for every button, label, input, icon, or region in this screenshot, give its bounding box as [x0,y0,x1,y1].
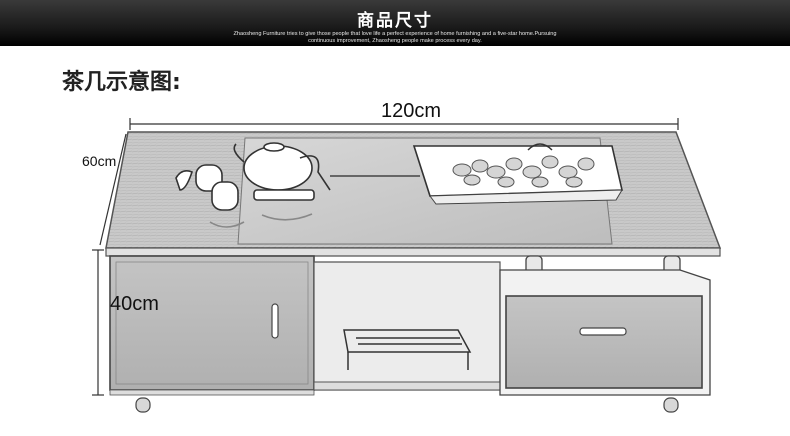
height-label: 40cm [110,293,159,315]
fruit-bowl [412,143,623,205]
caster-wheels [135,397,679,413]
section-title: 茶几示意图: [62,70,181,95]
header-subtitle-line1: Zhaosheng Furniture tries to give those … [233,31,557,37]
right-drawer-unit [499,269,711,396]
header-banner: 商品尺寸 Zhaosheng Furniture tries to give t… [0,0,790,46]
header-title: 商品尺寸 [357,11,433,30]
tea-set [175,142,331,228]
table-top [105,131,722,257]
width-label: 120cm [381,100,442,122]
header-subtitle-line2: continuous improvement, Zhaosheng people… [308,38,482,44]
middle-shelf [313,261,501,391]
height-dimension-line [92,249,104,396]
left-cabinet [109,255,315,396]
depth-dimension-line [99,133,127,246]
depth-label: 60cm [82,153,117,169]
width-dimension-line [129,118,679,130]
